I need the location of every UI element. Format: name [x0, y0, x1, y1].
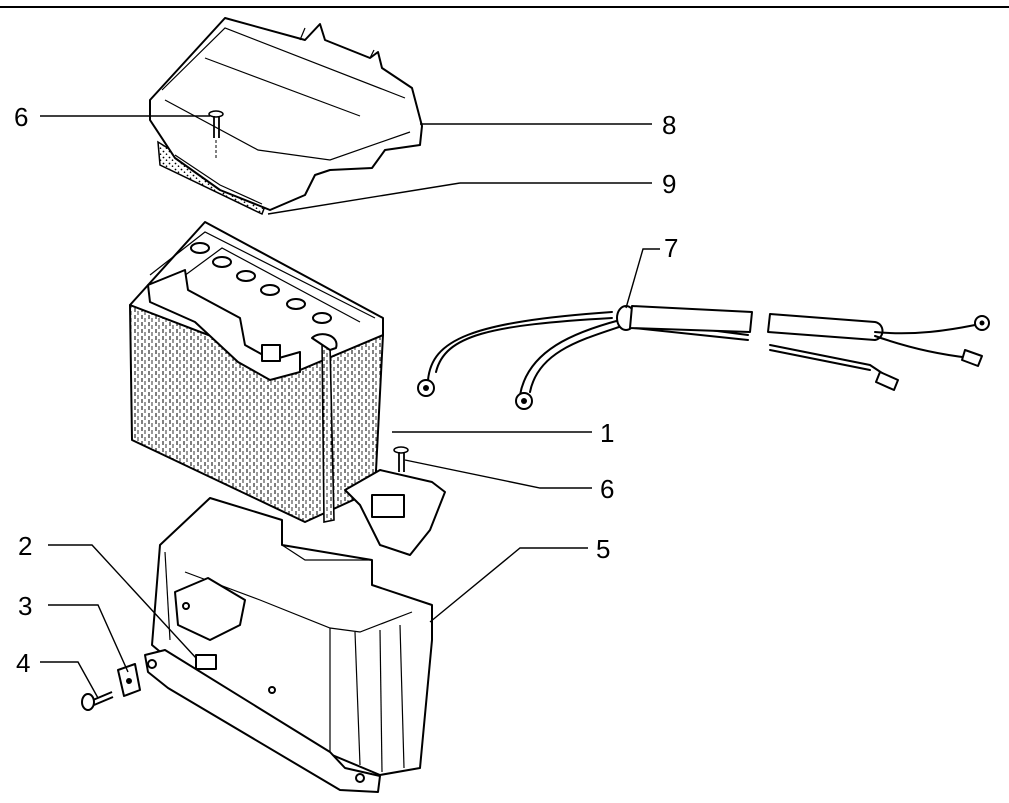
battery-cover — [149, 17, 423, 216]
leader-4 — [40, 661, 99, 699]
callout-6-right: 6 — [600, 474, 614, 504]
leader-2 — [48, 544, 197, 659]
fixing-screw — [81, 691, 114, 711]
leader-5 — [429, 547, 588, 623]
bracket-tab — [195, 654, 217, 670]
ring-terminals — [417, 315, 990, 410]
callout-2: 2 — [18, 531, 32, 561]
battery-cables — [417, 305, 990, 410]
callout-1: 1 — [600, 418, 614, 448]
callout-5: 5 — [596, 534, 610, 564]
callout-3: 3 — [18, 591, 32, 621]
callout-8: 8 — [662, 110, 676, 140]
callout-4: 4 — [16, 648, 30, 678]
cover-screw — [208, 110, 224, 160]
leader-9a — [267, 182, 461, 215]
leader-6-right — [404, 459, 592, 489]
battery-cell-caps — [190, 242, 332, 324]
battery — [129, 221, 384, 523]
holder-clip — [371, 494, 405, 518]
leader-lines — [40, 115, 660, 699]
battery-terminal — [261, 344, 281, 362]
callout-7: 7 — [664, 233, 678, 263]
callout-6-top: 6 — [14, 102, 28, 132]
callout-9: 9 — [662, 169, 676, 199]
clip-nut — [117, 663, 141, 697]
leader-3 — [48, 604, 129, 673]
battery-holder — [144, 469, 446, 793]
leader-7 — [625, 248, 660, 309]
